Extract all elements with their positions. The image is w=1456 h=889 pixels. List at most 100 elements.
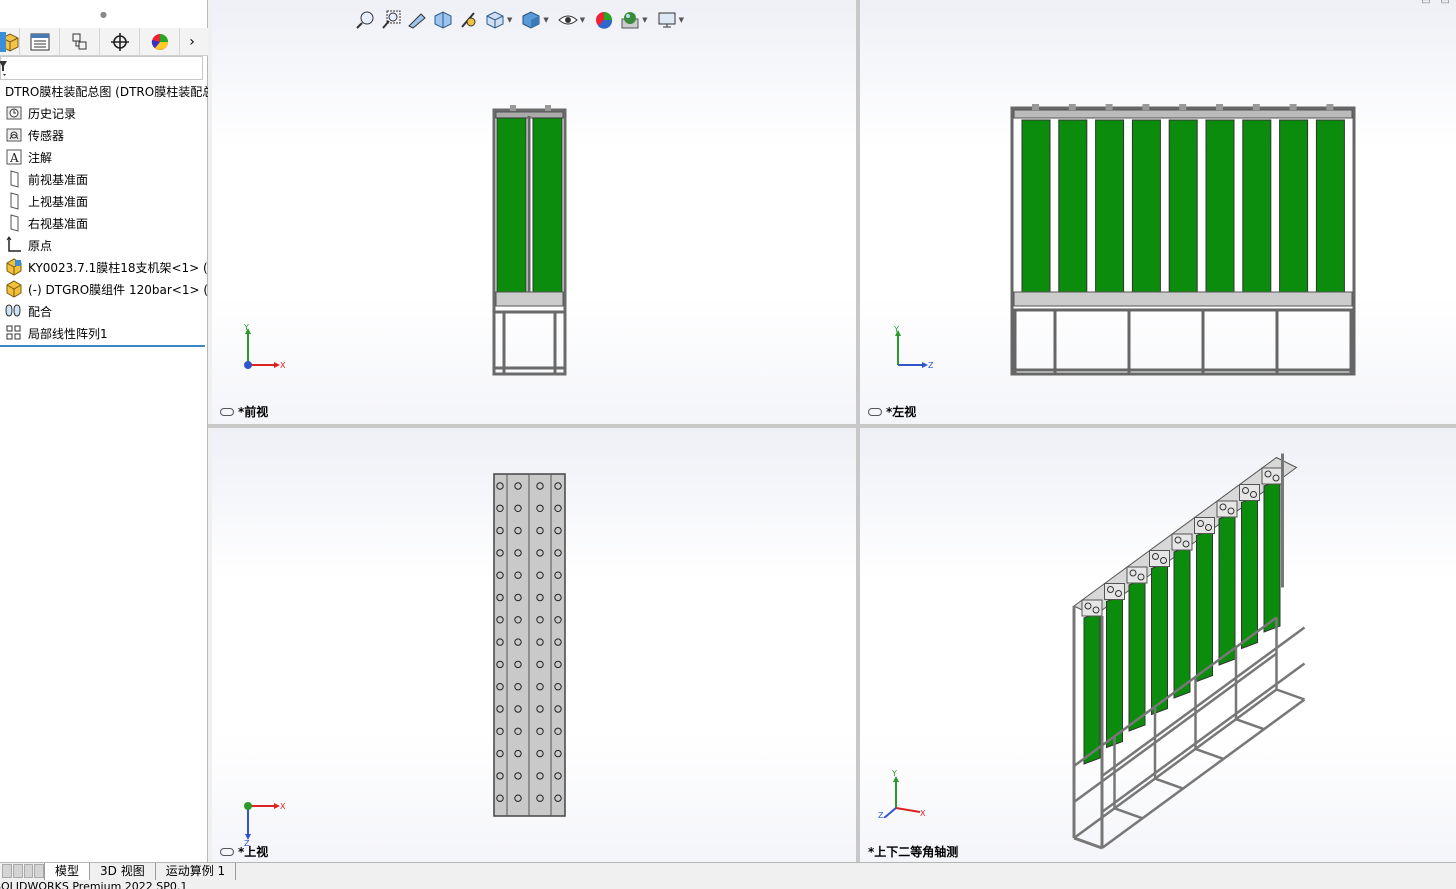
zoom-to-area-icon bbox=[382, 10, 401, 29]
part-icon bbox=[5, 258, 23, 276]
link-views-icon[interactable] bbox=[220, 847, 234, 856]
tab-3d-views[interactable]: 3D 视图 bbox=[90, 862, 156, 881]
tree-item-label: 传感器 bbox=[28, 128, 65, 143]
last-tab-button[interactable] bbox=[34, 863, 44, 878]
tree-item-right-plane[interactable]: 右视基准面 bbox=[0, 212, 208, 234]
rollback-bar[interactable] bbox=[0, 345, 205, 347]
section-view-button[interactable] bbox=[432, 9, 454, 31]
dynamic-annotation-button[interactable] bbox=[458, 9, 480, 31]
viewport-top[interactable]: X Z *上视 bbox=[212, 428, 856, 864]
tree-item-label: 上视基准面 bbox=[28, 194, 89, 209]
tree-item-label: 配合 bbox=[28, 304, 53, 319]
axis-z-label: Z bbox=[244, 839, 250, 846]
axis-triad: X Z bbox=[244, 802, 286, 846]
apply-scene-button[interactable] bbox=[619, 9, 641, 31]
tree-item-front-plane[interactable]: 前视基准面 bbox=[0, 168, 208, 190]
tree-item-label: 前视基准面 bbox=[28, 172, 89, 187]
horizontal-viewport-splitter[interactable] bbox=[208, 424, 1456, 428]
tree-filter-input[interactable] bbox=[0, 56, 203, 80]
feature-manager-tab[interactable] bbox=[0, 28, 20, 56]
axis-triad: Y X Z bbox=[878, 769, 926, 818]
first-tab-button[interactable] bbox=[2, 863, 12, 878]
display-manager-icon bbox=[151, 34, 168, 50]
axis-triad: Y Z bbox=[893, 325, 934, 370]
link-views-icon[interactable] bbox=[220, 407, 234, 416]
tree-item-frame-assembly[interactable]: KY0023.7.1膜柱18支机架<1> (膜 bbox=[0, 256, 208, 278]
vertical-viewport-splitter[interactable] bbox=[856, 0, 860, 864]
axis-z-label: Z bbox=[878, 811, 884, 818]
view-settings-dropdown[interactable]: ▼ bbox=[678, 16, 684, 24]
view-orientation-button[interactable] bbox=[484, 9, 506, 31]
dimxpert-tab[interactable] bbox=[100, 28, 140, 56]
prev-tab-button[interactable] bbox=[12, 863, 23, 878]
display-manager-tab[interactable] bbox=[140, 28, 180, 56]
next-tab-button[interactable] bbox=[23, 863, 34, 878]
scene-dropdown[interactable]: ▼ bbox=[642, 16, 648, 24]
more-tabs-button[interactable]: › bbox=[180, 28, 204, 56]
axis-y-label: Y bbox=[891, 769, 897, 778]
status-bar: SOLIDWORKS Premium 2022 SP0.1 bbox=[0, 880, 1456, 889]
zoom-to-fit-button[interactable] bbox=[354, 9, 376, 31]
restore-icon[interactable]: ▭ bbox=[1421, 0, 1431, 7]
eye-icon bbox=[558, 15, 578, 25]
edit-appearance-button[interactable] bbox=[593, 9, 615, 31]
tree-item-origin[interactable]: 原点 bbox=[0, 234, 208, 256]
configuration-manager-tab[interactable] bbox=[60, 28, 100, 56]
hide-show-items-button[interactable] bbox=[557, 9, 579, 31]
viewport-isometric[interactable]: Y X Z *上下二等角轴测 bbox=[860, 428, 1456, 864]
dynamic-annotation-icon bbox=[461, 12, 476, 28]
tree-item-label: (-) DTGRO膜组件 120bar<1> (I bbox=[28, 282, 208, 297]
status-text: SOLIDWORKS Premium 2022 SP0.1 bbox=[0, 880, 188, 889]
top-view-model bbox=[493, 473, 566, 817]
tree-item-annotations[interactable]: A 注解 bbox=[0, 146, 208, 168]
panel-tab-bar: › bbox=[0, 28, 208, 56]
hide-show-dropdown[interactable]: ▼ bbox=[579, 16, 586, 24]
tab-motion-study[interactable]: 运动算例 1 bbox=[155, 862, 237, 881]
mates-icon bbox=[5, 302, 23, 320]
chevron-right-icon: › bbox=[189, 34, 195, 50]
viewport-label: *上视 bbox=[220, 843, 268, 860]
feature-tree: DTRO膜柱装配总图 (DTRO膜柱装配总 历史记录 传感器 A 注解 前视基准… bbox=[0, 82, 208, 347]
tree-item-linear-pattern[interactable]: 局部线性阵列1 bbox=[0, 322, 208, 344]
feature-manager-panel: ● › DTRO膜柱装配总图 (DTRO膜柱装配总 bbox=[0, 0, 208, 862]
section-view-icon bbox=[434, 11, 452, 29]
previous-view-button[interactable] bbox=[406, 9, 428, 31]
tree-item-membrane-module[interactable]: (-) DTGRO膜组件 120bar<1> (I bbox=[0, 278, 208, 300]
panel-grip[interactable]: ● bbox=[100, 10, 107, 19]
heads-up-view-toolbar: ▼ ▼ ▼ ▼ ▼ bbox=[354, 8, 688, 32]
tree-item-label: 历史记录 bbox=[28, 106, 77, 121]
tab-scroll-buttons bbox=[0, 863, 44, 880]
tree-item-sensors[interactable]: 传感器 bbox=[0, 124, 208, 146]
link-views-icon[interactable] bbox=[868, 407, 882, 416]
viewport-left[interactable]: ▭ ▭ Y Z *左视 bbox=[860, 0, 1456, 424]
view-name: *上下二等角轴测 bbox=[868, 845, 959, 859]
axis-x-label: X bbox=[280, 361, 286, 370]
tree-item-history[interactable]: 历史记录 bbox=[0, 102, 208, 124]
axis-triad: Y X bbox=[243, 323, 286, 370]
tree-root-assembly[interactable]: DTRO膜柱装配总图 (DTRO膜柱装配总 bbox=[5, 85, 208, 99]
view-orientation-dropdown[interactable]: ▼ bbox=[507, 16, 513, 24]
close-icon[interactable]: ▭ bbox=[1440, 0, 1450, 7]
property-manager-icon bbox=[30, 33, 49, 51]
front-view-model bbox=[492, 105, 567, 376]
display-style-button[interactable] bbox=[520, 9, 542, 31]
pattern-icon bbox=[5, 324, 23, 342]
view-orientation-icon bbox=[486, 11, 504, 29]
axis-y-label: Y bbox=[893, 325, 899, 334]
property-manager-tab[interactable] bbox=[20, 28, 60, 56]
display-style-dropdown[interactable]: ▼ bbox=[543, 16, 549, 24]
annotation-icon: A bbox=[5, 148, 23, 166]
zoom-to-area-button[interactable] bbox=[380, 9, 402, 31]
viewport-front[interactable]: Y X *前视 bbox=[212, 0, 856, 424]
tab-model[interactable]: 模型 bbox=[44, 862, 91, 881]
isometric-view-model bbox=[1072, 453, 1306, 850]
axis-x-label: X bbox=[280, 802, 286, 811]
appearance-icon bbox=[596, 12, 613, 29]
tree-item-mates[interactable]: 配合 bbox=[0, 300, 208, 322]
plane-icon bbox=[5, 214, 23, 232]
view-settings-button[interactable] bbox=[656, 9, 678, 31]
tree-item-label: 注解 bbox=[28, 150, 53, 165]
tree-item-top-plane[interactable]: 上视基准面 bbox=[0, 190, 208, 212]
monitor-icon bbox=[658, 12, 676, 28]
tree-item-label: KY0023.7.1膜柱18支机架<1> (膜 bbox=[28, 260, 208, 275]
